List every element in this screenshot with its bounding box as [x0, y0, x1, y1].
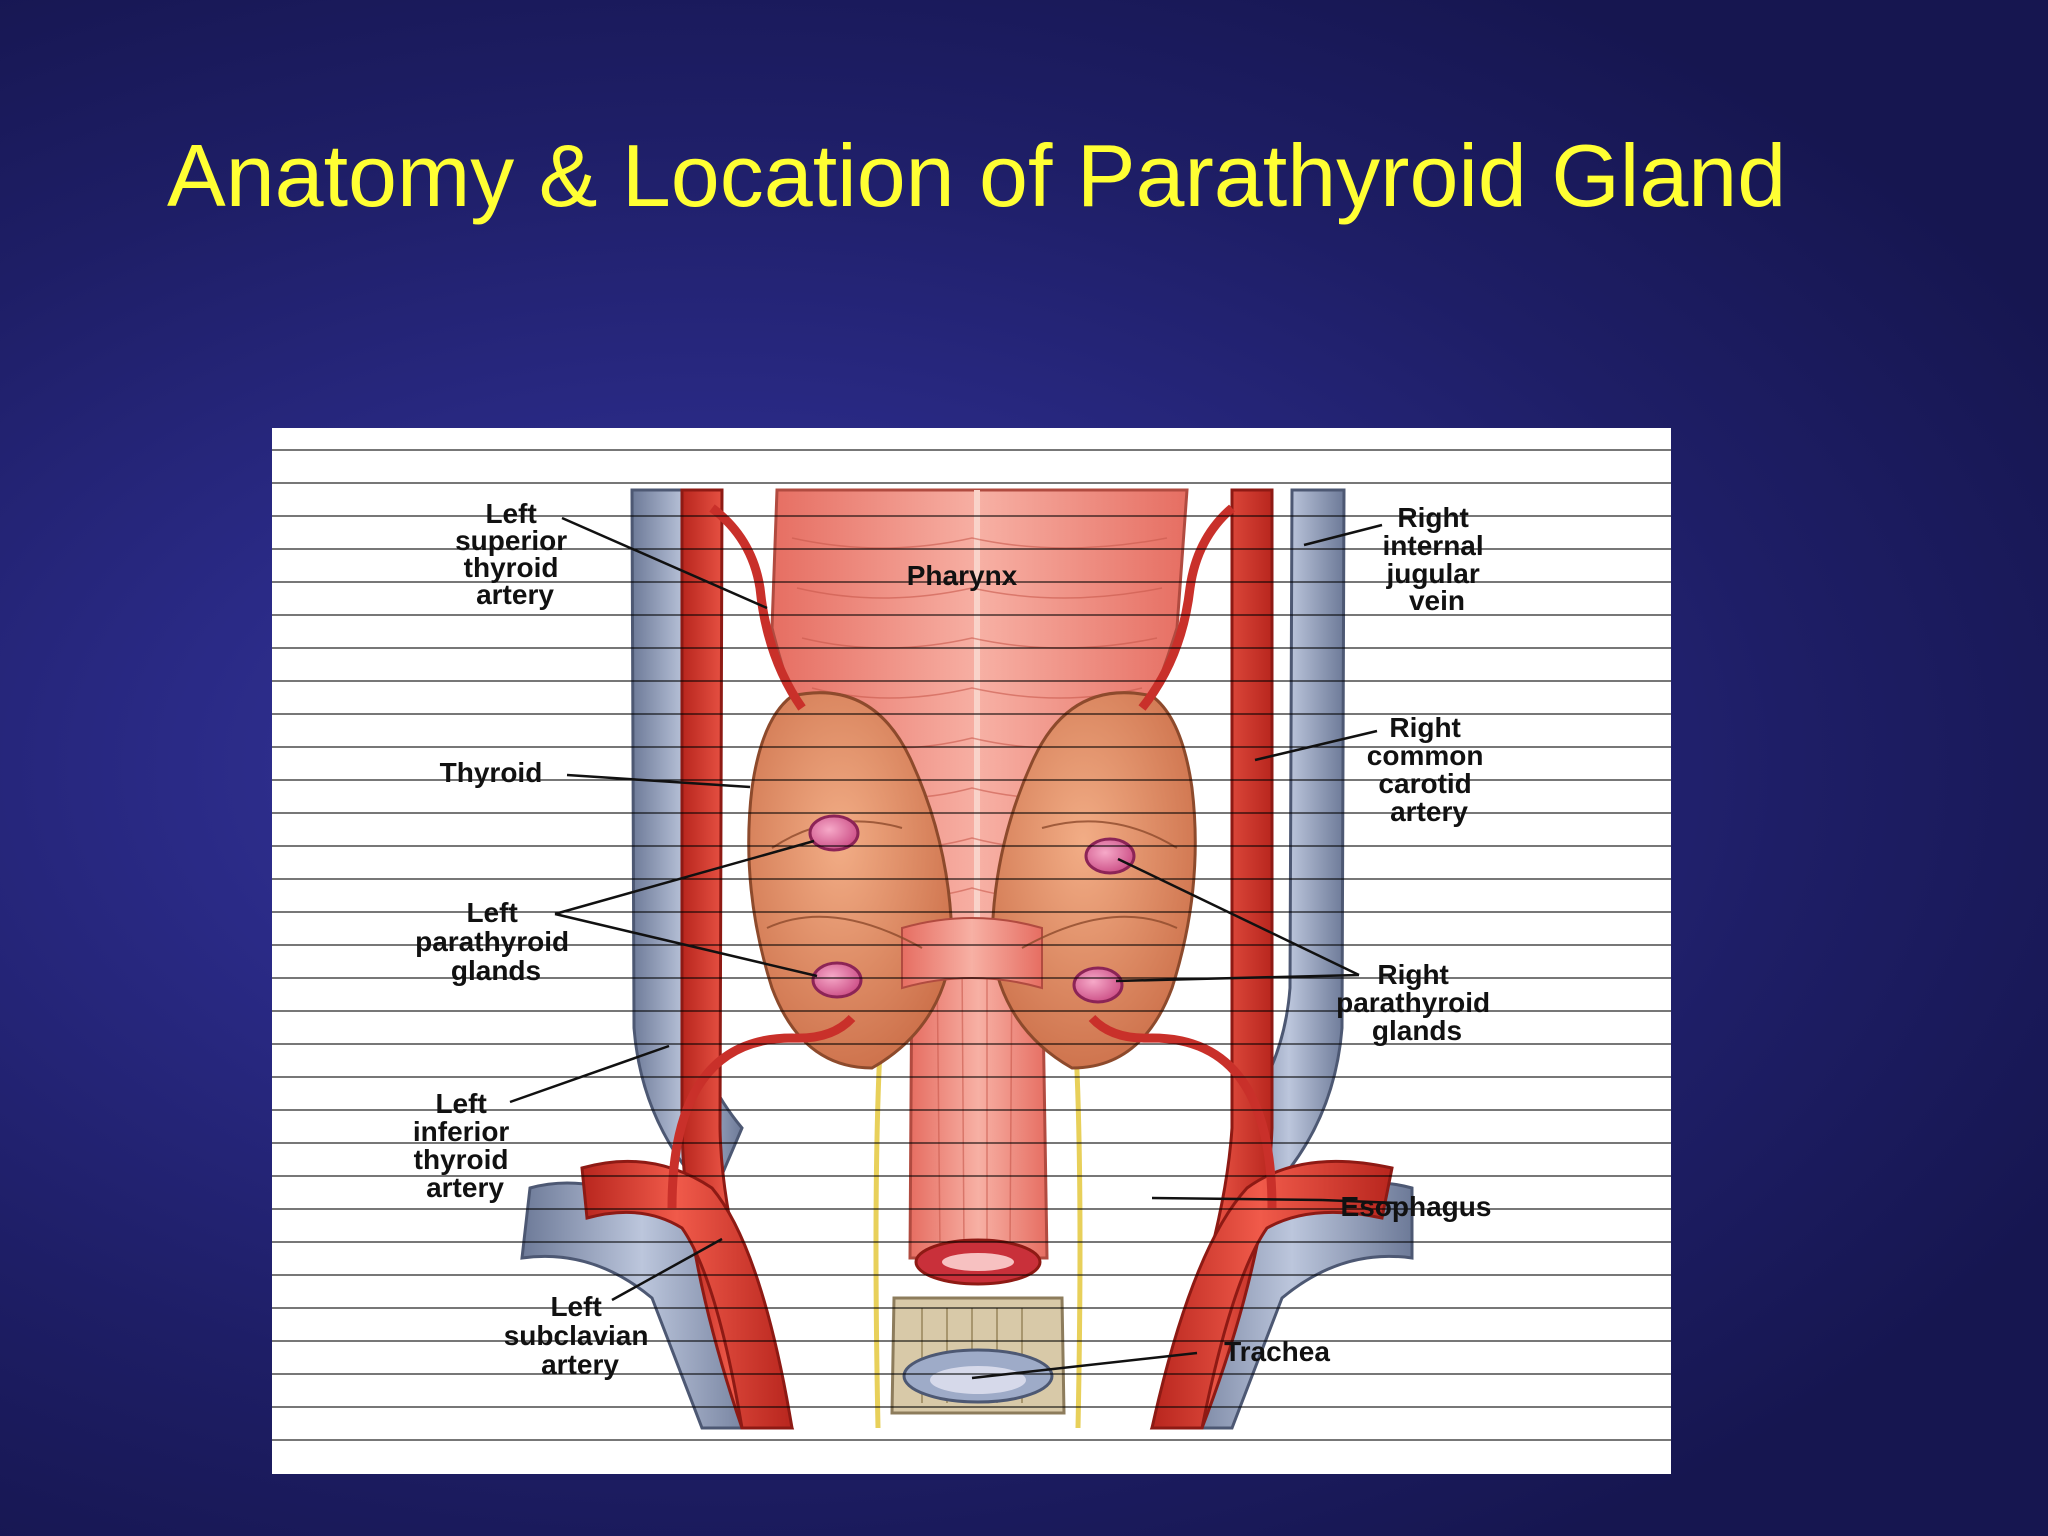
leader-lines: [509, 516, 1398, 1380]
parathyroid-anatomy-diagram: Left superior thyroid artery Pharynx Rig…: [272, 449, 1671, 1441]
label-esophagus: Esophagus: [1341, 1191, 1492, 1222]
label-right-internal-jugular-vein: Right internal jugular vein: [1383, 502, 1492, 616]
left-superior-thyroid-artery-shape: [709, 504, 806, 711]
left-lower-parathyroid-gland: [811, 961, 863, 999]
label-trachea: Trachea: [1224, 1336, 1330, 1367]
left-subclavian-vein: [520, 1181, 765, 1430]
label-left-superior-thyroid-artery: Left superior thyroid artery: [455, 498, 575, 610]
right-inferior-thyroid-artery-shape: [1088, 1014, 1277, 1209]
label-right-common-carotid-artery: Right common carotid artery: [1367, 712, 1491, 827]
label-pharynx: Pharynx: [907, 560, 1018, 591]
anatomy-figure: Left superior thyroid artery Pharynx Rig…: [272, 428, 1671, 1474]
slide-title: Anatomy & Location of Parathyroid Gland: [167, 126, 1787, 225]
label-left-inferior-thyroid-artery: Left inferior thyroid artery: [413, 1088, 517, 1203]
left-upper-parathyroid-gland: [808, 814, 860, 852]
rule-lines: [272, 449, 1671, 1441]
label-left-parathyroid-glands: Left parathyroid glands: [415, 897, 577, 986]
label-thyroid: Thyroid: [440, 757, 543, 788]
label-left-subclavian-artery: Left subclavian artery: [504, 1291, 657, 1380]
right-lower-parathyroid-gland: [1072, 966, 1124, 1004]
left-inferior-thyroid-artery-shape: [667, 1014, 856, 1209]
label-right-parathyroid-glands: Right parathyroid glands: [1336, 959, 1498, 1046]
right-superior-thyroid-artery-shape: [1138, 504, 1235, 711]
right-upper-parathyroid-gland: [1084, 837, 1136, 875]
thyroid-isthmus: [901, 917, 1043, 990]
